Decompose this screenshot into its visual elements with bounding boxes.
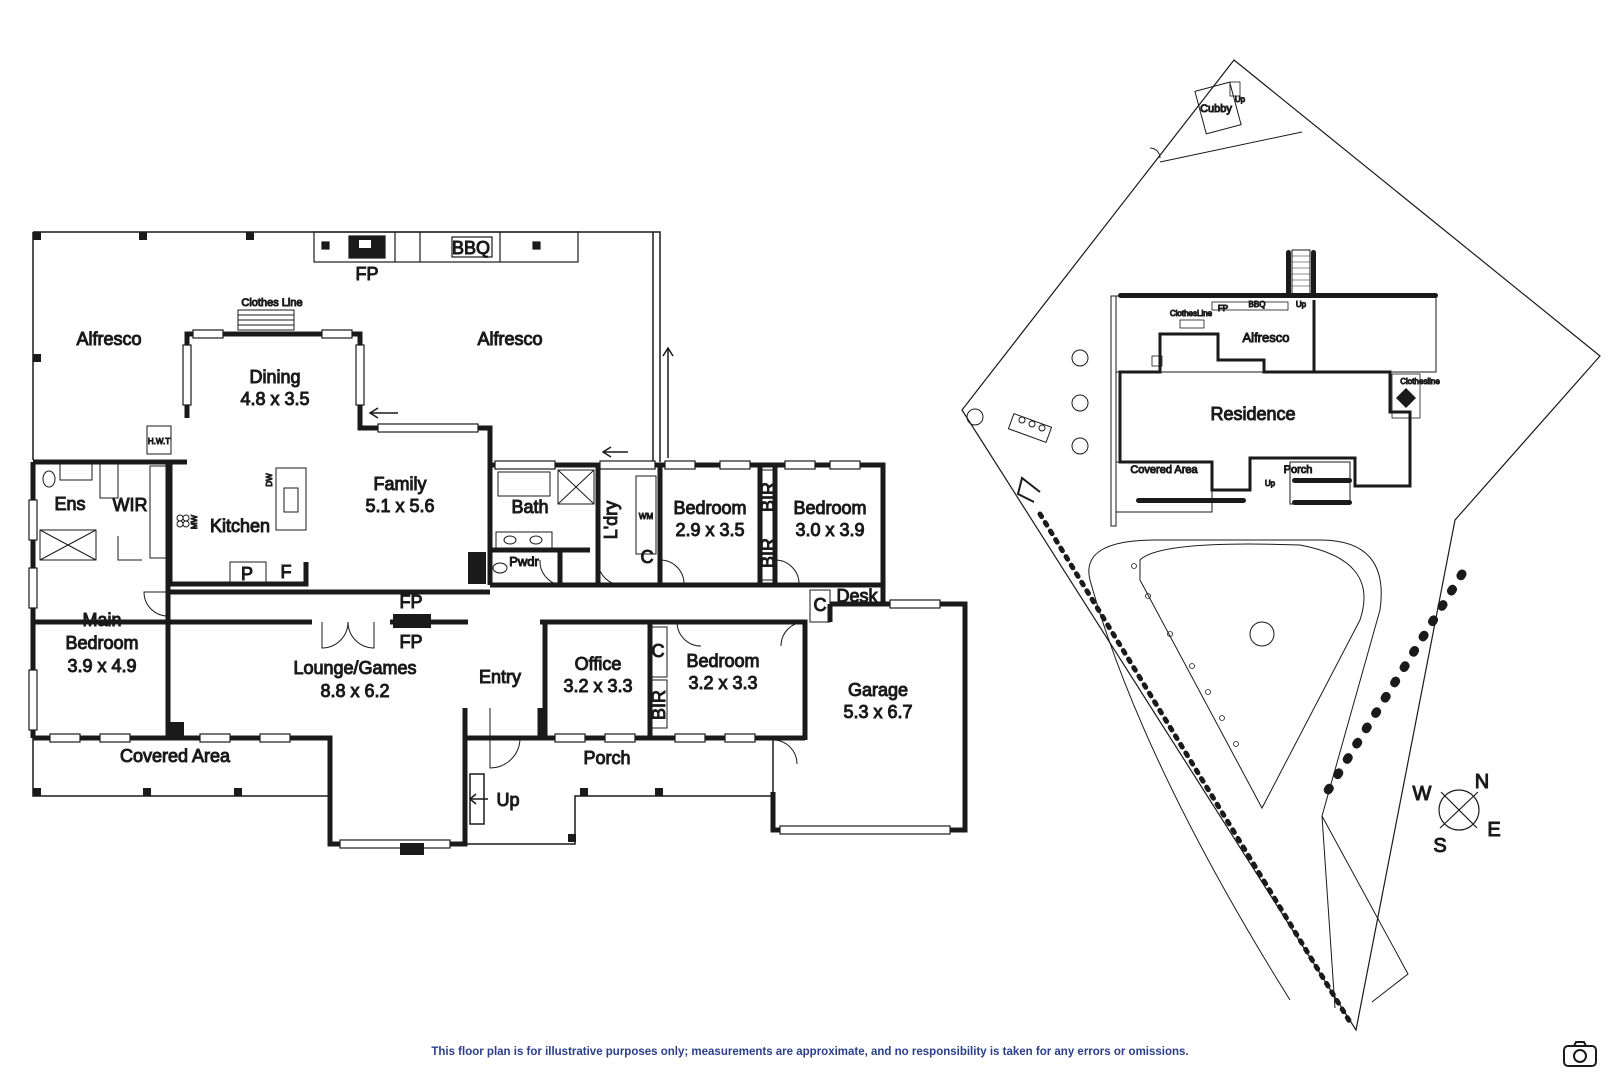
site-alfresco: Alfresco: [1243, 330, 1290, 345]
room-powder: Pwdr: [509, 554, 539, 569]
floor-plan: Alfresco Alfresco Dining 4.8 x 3.5 Famil…: [28, 231, 968, 855]
site-residence: Residence: [1210, 404, 1295, 424]
room-garage: Garage: [848, 680, 908, 700]
arrows: [368, 346, 674, 805]
site-clothes-line: ClothesLine: [1170, 309, 1213, 318]
room-garage-size: 5.3 x 6.7: [843, 702, 912, 722]
room-main-bedroom-size: 3.9 x 4.9: [67, 656, 136, 676]
disclaimer-text: This floor plan is for illustrative purp…: [431, 1046, 1189, 1058]
label-desk: Desk: [836, 586, 878, 606]
covered-area-outline: [32, 738, 330, 797]
site-porch-up: Up: [1265, 479, 1276, 488]
clothes-line: [237, 309, 295, 331]
room-main-bedroom-line2: Bedroom: [65, 633, 138, 653]
label-bir-3: BIR: [649, 690, 669, 720]
room-alfresco-right: Alfresco: [477, 329, 542, 349]
room-lounge: Lounge/Games: [293, 658, 416, 678]
site-residence-walls: [1118, 300, 1412, 492]
site-bbq: BBQ: [1249, 300, 1266, 309]
label-dw: DW: [265, 473, 274, 487]
site-bench: [1016, 476, 1041, 503]
driveway-markers: [1131, 563, 1239, 747]
room-bedroom-3-size: 3.0 x 3.9: [795, 520, 864, 540]
label-clothes-line: Clothes Line: [241, 297, 302, 309]
room-dining: Dining: [249, 367, 300, 387]
site-trees: [966, 349, 1275, 647]
room-covered-area: Covered Area: [120, 746, 231, 766]
label-fp-top: FP: [355, 264, 378, 284]
alfresco-posts: [33, 232, 254, 362]
label-cupboard-laundry: C: [641, 547, 654, 567]
room-main-bedroom-line1: Main: [82, 610, 121, 630]
label-bbq: BBQ: [452, 238, 490, 258]
label-pantry: P: [241, 564, 253, 584]
label-fp-mid-bottom: FP: [399, 632, 422, 652]
wall-features: [168, 552, 486, 855]
label-fridge: F: [281, 562, 292, 582]
compass-rose: [1438, 789, 1480, 831]
fixtures: [39, 425, 831, 729]
camera-icon[interactable]: [1562, 1040, 1598, 1068]
label-mw: MW: [190, 514, 199, 529]
label-bir-2: BIR: [758, 538, 778, 568]
compass-e: E: [1487, 819, 1500, 841]
bbq-bench: [313, 231, 579, 263]
alfresco-outline: [32, 231, 661, 462]
windows: [28, 329, 951, 849]
label-hwt: H.W.T: [148, 437, 170, 446]
hedge-rows: [1118, 250, 1438, 505]
room-bedroom-2-size: 2.9 x 3.5: [675, 520, 744, 540]
label-fp-mid-top: FP: [399, 592, 422, 612]
room-entry: Entry: [479, 667, 521, 687]
room-bath: Bath: [511, 497, 548, 517]
site-plan: Cubby Up: [961, 59, 1601, 1032]
compass-n: N: [1475, 771, 1489, 793]
label-cupboard-office: C: [652, 641, 665, 661]
label-wm: WM: [639, 512, 654, 521]
room-wir: WIR: [113, 495, 148, 515]
room-bedroom-4: Bedroom: [686, 651, 759, 671]
room-alfresco-left: Alfresco: [76, 329, 141, 349]
stair-treads: [1292, 255, 1310, 287]
label-bir-1: BIR: [758, 482, 778, 512]
site-porch: Porch: [1284, 464, 1313, 476]
room-ensuite: Ens: [54, 494, 85, 514]
room-bedroom-4-size: 3.2 x 3.3: [688, 673, 757, 693]
doors: [117, 536, 806, 769]
room-family-size: 5.1 x 5.6: [365, 496, 434, 516]
room-office-size: 3.2 x 3.3: [563, 676, 632, 696]
label-cupboard-desk: C: [814, 595, 827, 615]
room-kitchen: Kitchen: [210, 516, 270, 536]
room-laundry: L'dry: [601, 501, 621, 539]
site-clothesline: Clothesline: [1400, 377, 1440, 386]
room-dining-size: 4.8 x 3.5: [240, 389, 309, 409]
property-boundary: [961, 59, 1601, 1032]
site-cubby-up: Up: [1235, 95, 1246, 104]
room-bedroom-2: Bedroom: [673, 498, 746, 518]
compass-s: S: [1433, 835, 1446, 857]
compass-w: W: [1413, 783, 1432, 805]
room-lounge-size: 8.8 x 6.2: [320, 681, 389, 701]
room-family: Family: [374, 474, 427, 494]
site-fp: FP: [1218, 304, 1228, 313]
driveway: [1088, 539, 1382, 1009]
room-porch: Porch: [583, 748, 630, 768]
house-walls: [30, 331, 968, 847]
room-bedroom-3: Bedroom: [793, 498, 866, 518]
label-up: Up: [496, 790, 519, 810]
site-covered-area: Covered Area: [1130, 464, 1198, 476]
site-alfresco-up: Up: [1296, 300, 1307, 309]
site-cubby: Cubby: [1200, 103, 1232, 115]
room-office: Office: [575, 654, 622, 674]
